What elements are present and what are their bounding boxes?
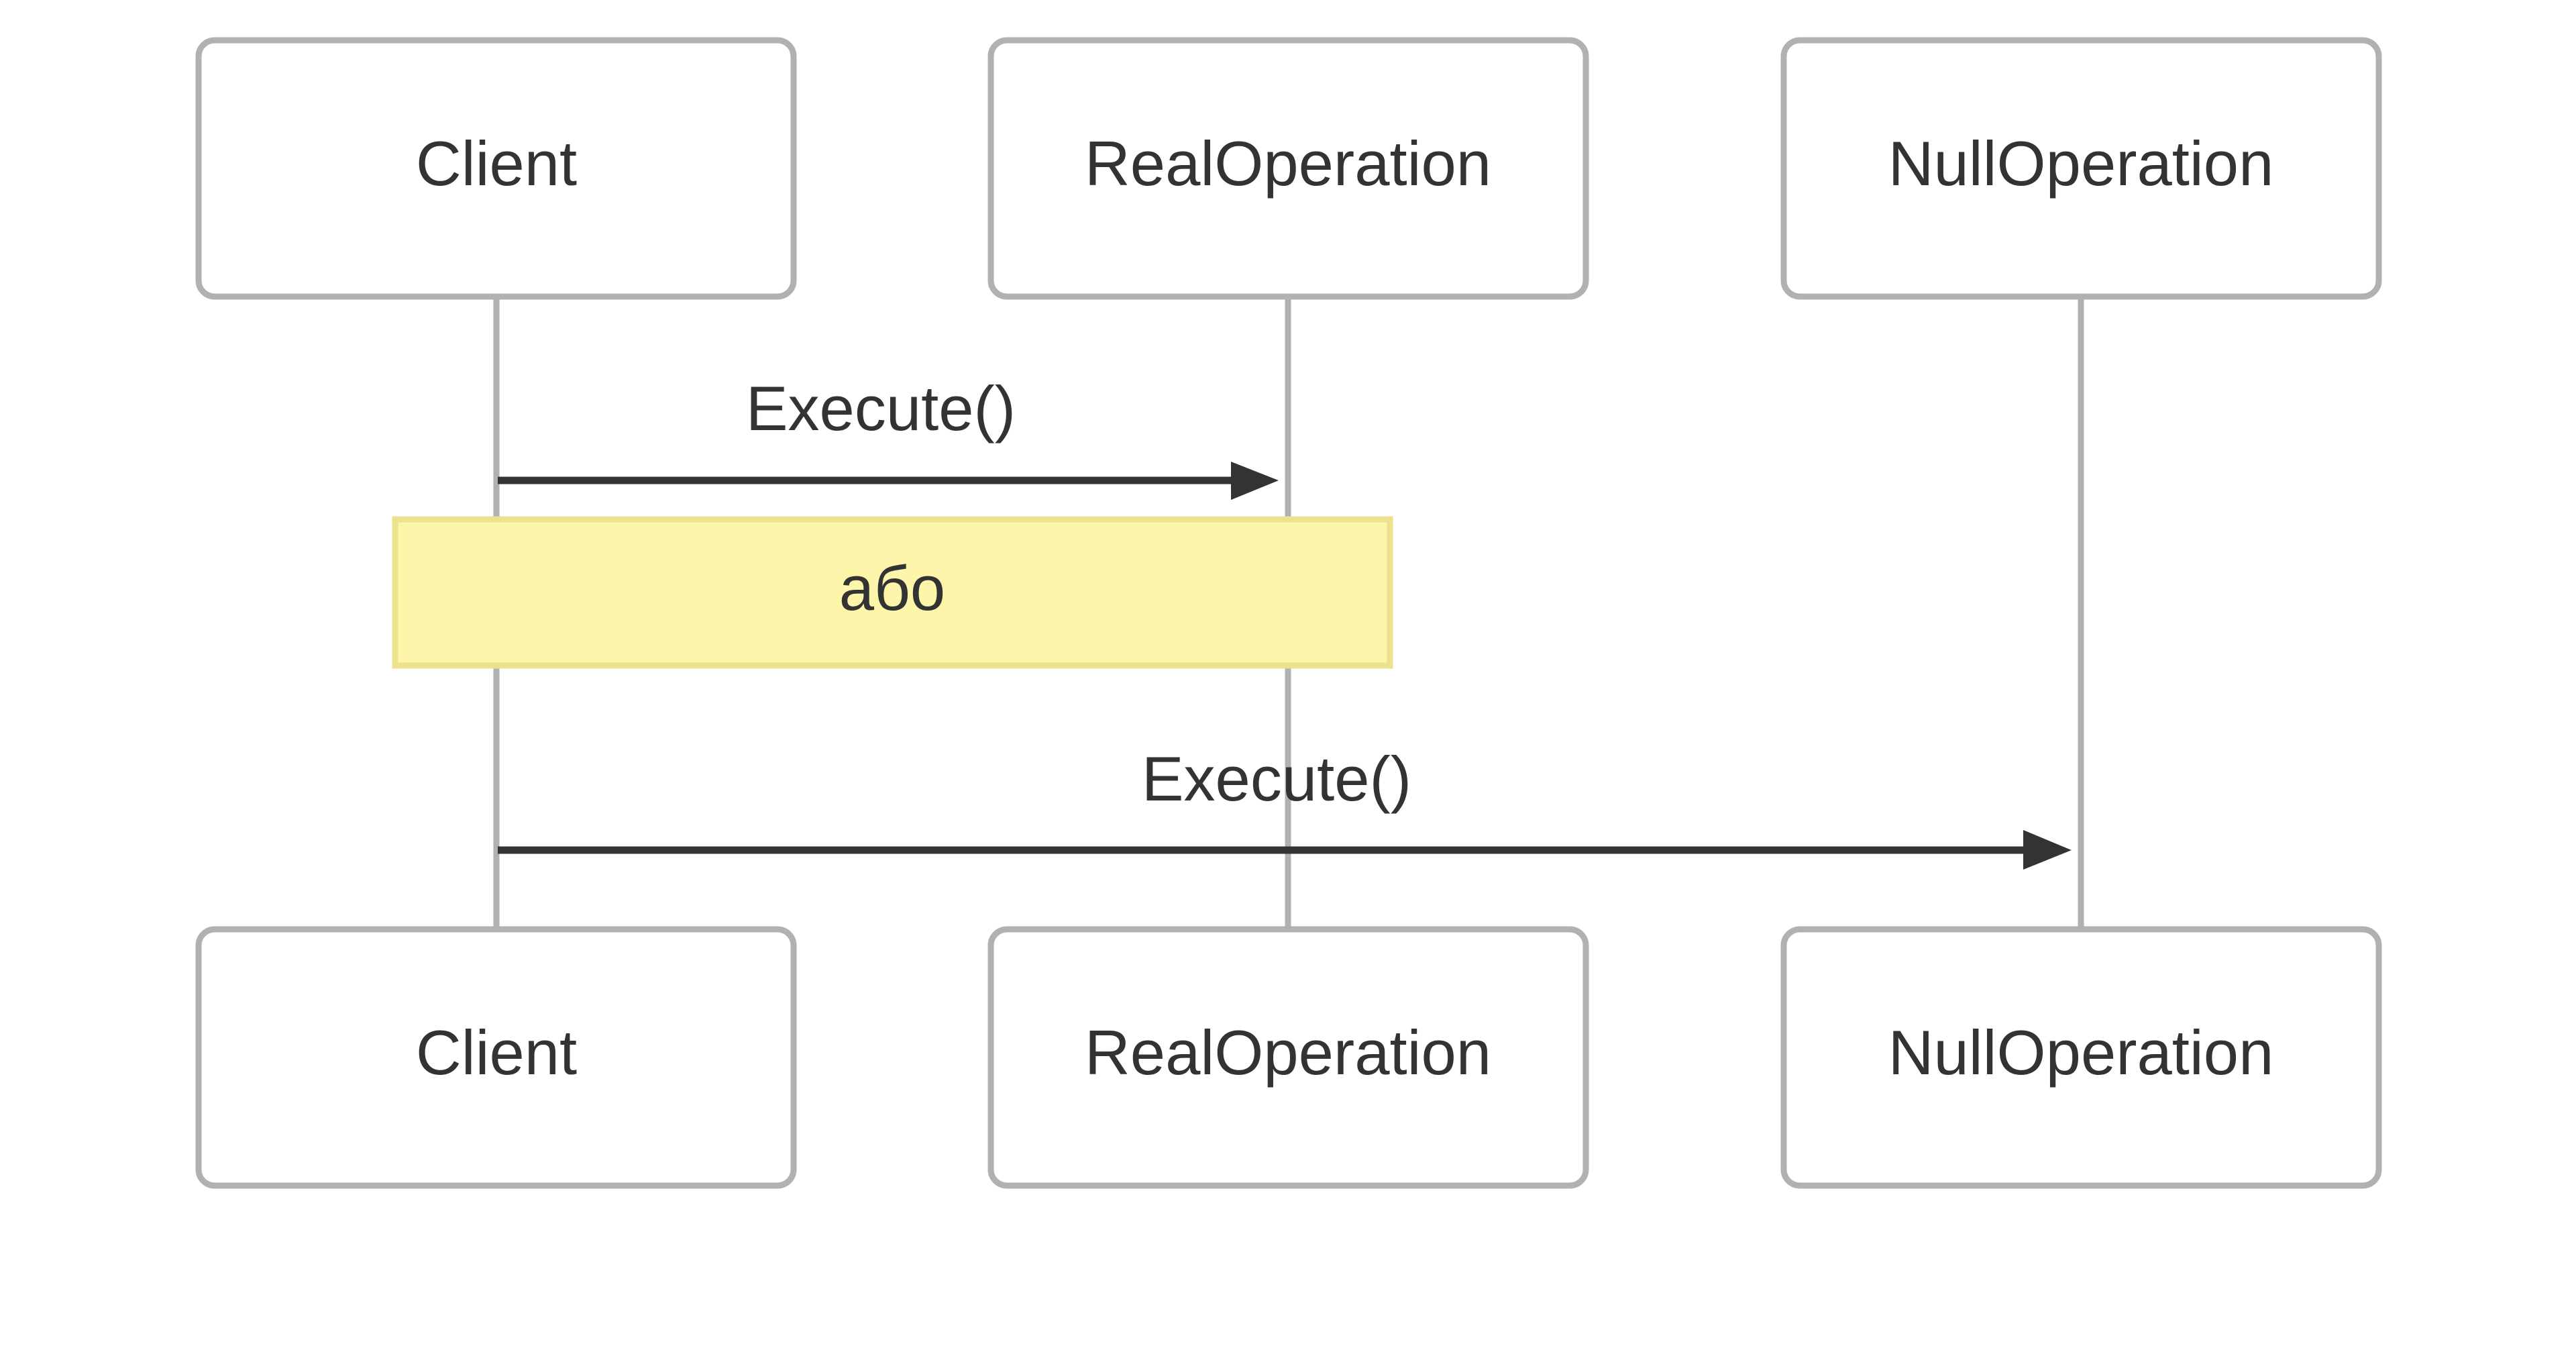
participant-label-client-bottom: Client: [416, 1017, 577, 1088]
message-execute-real: Execute(): [498, 373, 1279, 500]
note-or-label: або: [839, 553, 945, 623]
participant-null-operation-bottom: NullOperation: [1780, 926, 2382, 1189]
participant-real-operation-top: RealOperation: [987, 37, 1589, 300]
participant-label-null-operation-bottom: NullOperation: [1888, 1017, 2274, 1088]
participant-label-null-operation-top: NullOperation: [1888, 128, 2274, 199]
participant-null-operation-top: NullOperation: [1780, 37, 2382, 300]
note-or-box: [392, 516, 1393, 669]
participant-client-top: Client: [195, 37, 797, 300]
message-execute-null: Execute(): [498, 743, 2072, 870]
note-or: або: [392, 516, 1393, 669]
message-label-execute-null: Execute(): [1142, 743, 1411, 814]
arrowhead-execute-real: [1231, 462, 1279, 500]
message-label-execute-real: Execute(): [746, 373, 1016, 444]
participant-label-real-operation-bottom: RealOperation: [1085, 1017, 1491, 1088]
participant-label-client-top: Client: [416, 128, 577, 199]
participant-label-real-operation-top: RealOperation: [1085, 128, 1491, 199]
participant-client-bottom: Client: [195, 926, 797, 1189]
arrowhead-execute-null: [2023, 830, 2072, 870]
participant-real-operation-bottom: RealOperation: [987, 926, 1589, 1189]
